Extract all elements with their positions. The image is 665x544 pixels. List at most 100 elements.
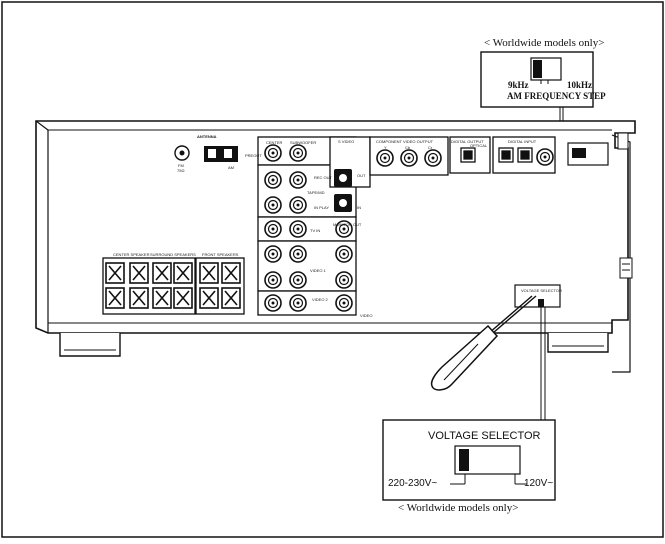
rca-jack-ring-inner <box>539 151 551 163</box>
am-step-leader <box>559 107 564 121</box>
label-component-video-output: COMPONENT VIDEO OUTPUT <box>376 139 434 144</box>
label-voltage-selector-small: VOLTAGE SELECTOR <box>521 288 562 293</box>
rca-jack-pin <box>271 252 275 256</box>
label-fm: FM <box>178 163 184 168</box>
speaker-terminal-cross <box>108 265 122 281</box>
speaker-terminal-cross <box>108 290 122 306</box>
am-step-caption: < Worldwide models only> <box>484 37 605 49</box>
speaker-terminal-cross <box>176 290 190 306</box>
label-tape-md: TAPE/MD <box>307 190 325 195</box>
label-monitor-out: MONITOR OUT <box>333 222 362 227</box>
voltage-leader <box>540 307 546 420</box>
rca-jacks <box>264 144 554 312</box>
rca-jack-ring-inner <box>292 147 304 159</box>
rca-jack-ring-inner <box>292 174 304 186</box>
label-optical: OPTICAL <box>470 143 488 148</box>
rca-jack-pin <box>296 151 300 155</box>
label-tv-in: TV IN <box>310 228 321 233</box>
rca-jack-pin <box>296 227 300 231</box>
rca-jack-pin <box>342 278 346 282</box>
rca-jack-ring-inner <box>379 152 391 164</box>
label-center-speaker: CENTER SPEAKER <box>113 252 150 257</box>
label-in: IN <box>357 205 361 210</box>
rca-jack-ring-inner <box>292 274 304 286</box>
rca-jack-pin <box>271 203 275 207</box>
optical-jacks <box>460 147 533 163</box>
rca-jack-pin <box>271 301 275 305</box>
voltage-caption: < Worldwide models only> <box>398 502 519 514</box>
speaker-terminal-cross <box>155 265 169 281</box>
rca-jack-pin <box>383 156 387 160</box>
label-cb: Cb <box>405 145 411 150</box>
rca-jack-pin <box>296 178 300 182</box>
speaker-terminal-cross <box>202 265 216 281</box>
rca-jack-ring-inner <box>267 174 279 186</box>
am-step-callout <box>480 51 594 108</box>
label-in-play: IN PLAY <box>314 205 330 210</box>
rca-jack-ring-inner <box>338 223 350 235</box>
label-front-speakers: FRONT SPEAKERS <box>202 252 239 257</box>
rca-jack-ring-inner <box>338 248 350 260</box>
label-video2: VIDEO 2 <box>312 297 328 302</box>
speaker-terminal-cross <box>224 265 238 281</box>
rca-jack-pin <box>271 151 275 155</box>
rca-jack-ring-inner <box>338 274 350 286</box>
rca-jack-pin <box>271 278 275 282</box>
label-fm-ohm: 75Ω <box>177 168 185 173</box>
label-y: Y <box>384 145 387 150</box>
label-center: CENTER <box>266 140 283 145</box>
voltage-title: VOLTAGE SELECTOR <box>428 430 541 442</box>
rca-jack-pin <box>296 252 300 256</box>
speaker-terminal-cross <box>176 265 190 281</box>
voltage-left-value: 220-230V~ <box>388 478 438 489</box>
rca-jack-ring-inner <box>267 199 279 211</box>
rca-jack-pin <box>342 227 346 231</box>
s-video-jacks <box>334 169 352 212</box>
rca-jack-pin <box>296 278 300 282</box>
rca-jack-ring-inner <box>292 223 304 235</box>
label-surround-speakers: SURROUND SPEAKERS <box>150 252 196 257</box>
rca-jack-pin <box>543 155 547 159</box>
rca-jack-pin <box>296 203 300 207</box>
speaker-terminal-posts <box>105 262 241 309</box>
speaker-terminal-cross <box>224 290 238 306</box>
rca-jack-pin <box>271 178 275 182</box>
rca-jack-pin <box>431 156 435 160</box>
rca-jack-ring-inner <box>403 152 415 164</box>
label-digital-output: DIGITAL OUTPUT <box>451 139 484 144</box>
label-am: AM <box>228 165 234 170</box>
rca-jack-pin <box>296 301 300 305</box>
label-preout: PREOUT <box>245 153 262 158</box>
rca-jack-ring-inner <box>292 297 304 309</box>
am-step-title: AM FREQUENCY STEP <box>507 91 606 101</box>
rca-jack-ring-inner <box>267 248 279 260</box>
antenna-section <box>174 145 238 162</box>
rca-jack-ring-inner <box>267 223 279 235</box>
label-digital-input: DIGITAL INPUT <box>508 139 537 144</box>
label-antenna: ANTENNA <box>197 134 217 139</box>
rca-jack-ring-inner <box>267 274 279 286</box>
voltage-callout <box>382 419 556 501</box>
label-s-video: S VIDEO <box>338 139 355 144</box>
screwdriver-icon <box>430 295 537 391</box>
am-step-switch-small <box>567 142 609 166</box>
speaker-terminal-cross <box>155 290 169 306</box>
rca-jack-ring-inner <box>292 248 304 260</box>
label-rec-out: REC OUT <box>314 175 332 180</box>
rca-jack-pin <box>342 252 346 256</box>
rca-jack-pin <box>271 227 275 231</box>
label-out: OUT <box>357 173 366 178</box>
rca-jack-ring-inner <box>338 297 350 309</box>
rca-jack-pin <box>407 156 411 160</box>
rca-jack-ring-inner <box>427 152 439 164</box>
label-subwoofer: SUBWOOFER <box>290 140 317 145</box>
voltage-right-value: 120V~ <box>524 478 554 489</box>
speaker-terminal-cross <box>132 265 146 281</box>
am-step-left-value: 9kHz <box>508 80 529 90</box>
label-cr: Cr <box>428 145 433 150</box>
speaker-terminal-cross <box>202 290 216 306</box>
rca-jack-ring-inner <box>267 297 279 309</box>
